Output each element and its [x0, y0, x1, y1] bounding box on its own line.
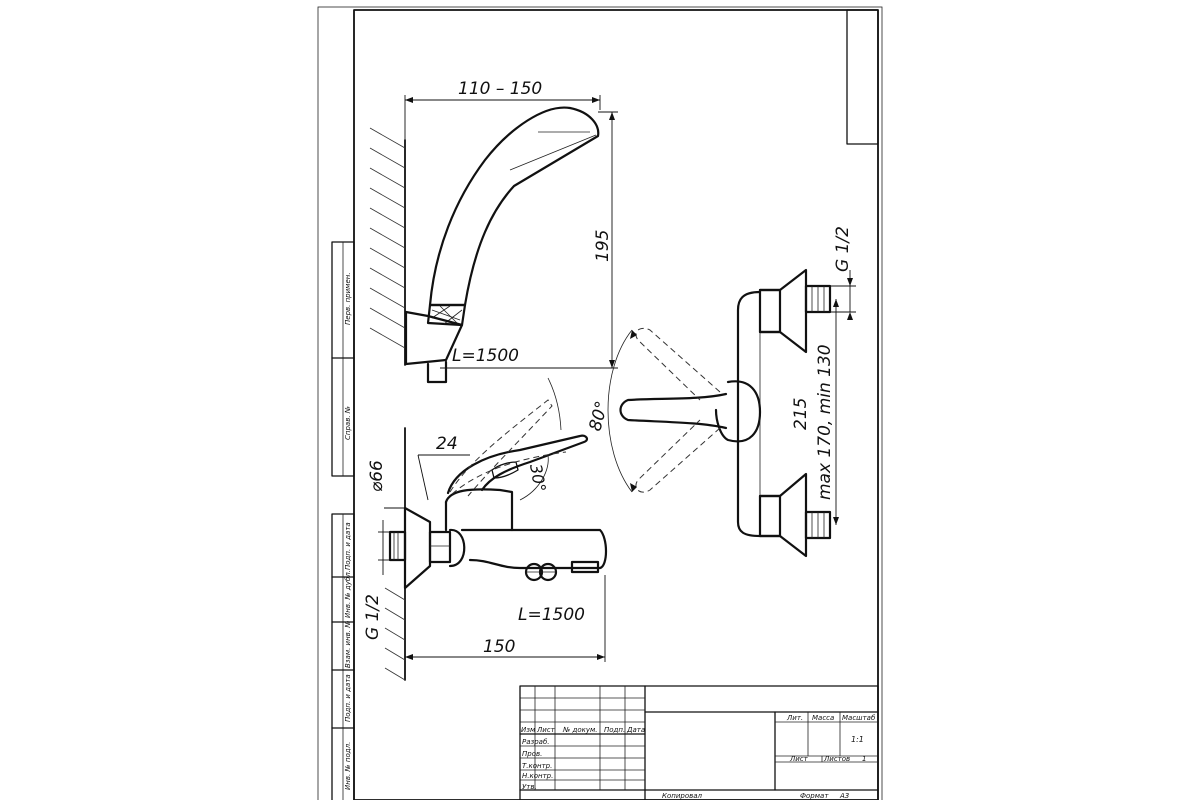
tb-sheet-label: Лист	[789, 755, 809, 763]
stamp-cell-2: Справ. №	[344, 406, 352, 440]
tb-role-tcontrol: Т.контр.	[522, 762, 552, 770]
tb-role-checked: Пров.	[522, 750, 542, 758]
mixer-side-view	[388, 377, 608, 590]
dim-centers: max 170, min 130	[815, 299, 839, 525]
stamp-cell-4: Инв. № дубл.	[344, 570, 352, 618]
stamp-cell-7: Инв. № подл.	[344, 742, 352, 790]
tb-header-sign: Подп.	[604, 726, 625, 734]
dim-spout-angle-label: 30°	[526, 462, 550, 493]
stamp-cell-3: Подп. и дата	[344, 522, 352, 570]
dim-thread-right: G 1/2	[830, 226, 856, 320]
hand-shower	[404, 106, 600, 384]
dim-height-label: 215	[791, 398, 811, 430]
title-block: Изм Лист № докум. Подп. Дата Разраб. Про…	[519, 685, 879, 800]
side-stamp: Перв. примен. Справ. № Подп. и дата Инв.…	[331, 241, 355, 800]
mixer-front-view	[607, 268, 832, 558]
dim-shower-height: 195	[440, 111, 618, 369]
stamp-cell-6: Подп. и дата	[344, 674, 352, 722]
tb-header-list: Лист	[536, 726, 556, 734]
tb-format-value: А3	[839, 792, 849, 800]
tb-scale-value: 1:1	[851, 735, 864, 744]
dim-diameter-label: ⌀66	[367, 460, 387, 492]
stamp-cell-5: Взам. инв. №	[344, 620, 352, 668]
tb-header-date: Дата	[626, 726, 645, 734]
stamp-cell-1: Перв. примен.	[344, 272, 352, 325]
dim-diameter: ⌀66	[367, 460, 405, 509]
wall-hatch-top	[369, 127, 406, 366]
tb-copied-label: Копировал	[662, 792, 703, 800]
tb-format-label: Формат	[800, 792, 829, 800]
dim-thread-left-label: G 1/2	[363, 594, 383, 640]
hose-length-bottom-label: L=1500	[518, 605, 585, 625]
wall-hatch-bottom	[384, 427, 406, 681]
tb-sheets-label: Листов	[823, 755, 850, 763]
dim-depth: 150	[405, 575, 606, 662]
tb-lit-label: Лит.	[786, 714, 803, 722]
tb-header-izm: Изм	[521, 726, 536, 734]
sheet-outer-frame	[317, 6, 883, 800]
dim-centers-label: max 170, min 130	[815, 344, 835, 500]
tb-role-approved: Утв.	[522, 783, 537, 791]
hose-length-top-label: L=1500	[452, 346, 519, 366]
dim-offset: 24	[417, 434, 470, 501]
tb-sheets-value: 1	[862, 755, 866, 763]
tb-scale-label: Масштаб	[842, 714, 876, 722]
dim-thread-right-label: G 1/2	[833, 226, 853, 272]
dim-head-width-label: 110 – 150	[458, 79, 542, 99]
tb-header-docnum: № докум.	[562, 726, 598, 734]
dim-depth-label: 150	[483, 637, 515, 657]
dim-head-width: 110 – 150	[404, 79, 601, 140]
dim-offset-label: 24	[436, 434, 458, 454]
tb-role-ncontrol: Н.контр.	[522, 772, 553, 780]
tb-mass-label: Масса	[812, 714, 834, 722]
dim-shower-height-label: 195	[593, 230, 613, 262]
tb-role-developer: Разраб.	[522, 738, 550, 746]
corner-stamp-box	[846, 9, 879, 145]
dim-thread-left: G 1/2	[363, 520, 392, 640]
